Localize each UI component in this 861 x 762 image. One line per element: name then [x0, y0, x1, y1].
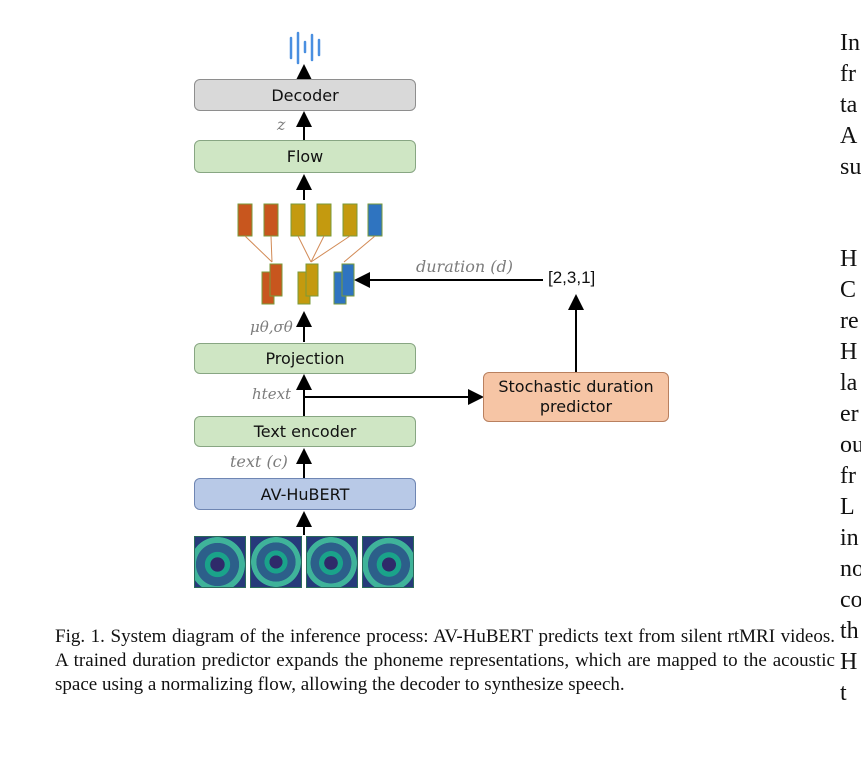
stochastic-duration-predictor-box: Stochastic duration predictor [483, 372, 669, 422]
waveform-icon [289, 31, 321, 65]
expansion-lines [244, 235, 376, 263]
adjacent-column-line: th [840, 618, 859, 644]
adjacent-column-line: H [840, 246, 858, 272]
decoder-box: Decoder [194, 79, 416, 111]
predictor-label-line1: Stochastic duration [498, 377, 654, 396]
mri-frame-3 [306, 536, 358, 588]
duration-values: [2,3,1] [548, 268, 596, 287]
text-encoder-box: Text encoder [194, 416, 416, 447]
adjacent-column-line: H [840, 339, 858, 365]
adjacent-column-line: in [840, 525, 859, 551]
expanded-bars [237, 203, 383, 237]
adjacent-column-line: H [840, 649, 858, 675]
adjacent-column-line: er [840, 401, 859, 427]
adjacent-column-line: t [840, 680, 847, 706]
figure-caption: Fig. 1. System diagram of the inference … [55, 626, 835, 695]
adjacent-column-line: L [840, 494, 855, 520]
mri-frame-2 [250, 536, 302, 588]
phoneme-bars [261, 263, 355, 305]
mri-frame-4 [362, 536, 414, 588]
adjacent-column-line: fr [840, 61, 856, 87]
latent-z-label: z [277, 115, 286, 134]
adjacent-column-line: la [840, 370, 858, 396]
mri-frame-1 [194, 536, 246, 588]
predictor-label-line2: predictor [539, 397, 613, 416]
mu-sigma-label: μθ,σθ [250, 318, 293, 336]
adjacent-column-line: In [840, 30, 860, 56]
adjacent-column-line: co [840, 587, 861, 613]
adjacent-column-line: ta [840, 92, 858, 118]
projection-box: Projection [194, 343, 416, 374]
adjacent-column-line: C [840, 277, 857, 303]
adjacent-column-line: no [840, 556, 861, 582]
adjacent-column-line: fr [840, 463, 856, 489]
adjacent-column-line: ou [840, 432, 861, 458]
flow-box: Flow [194, 140, 416, 173]
diagram-graphics [237, 31, 584, 535]
av-hubert-box: AV-HuBERT [194, 478, 416, 510]
adjacent-column-line: A [840, 123, 858, 149]
adjacent-column-line: re [840, 308, 859, 334]
h-text-label: htext [252, 385, 292, 403]
text-c-label: text (c) [230, 452, 288, 471]
duration-d-label: duration (d) [416, 257, 514, 276]
adjacent-column-line: su [840, 154, 861, 180]
